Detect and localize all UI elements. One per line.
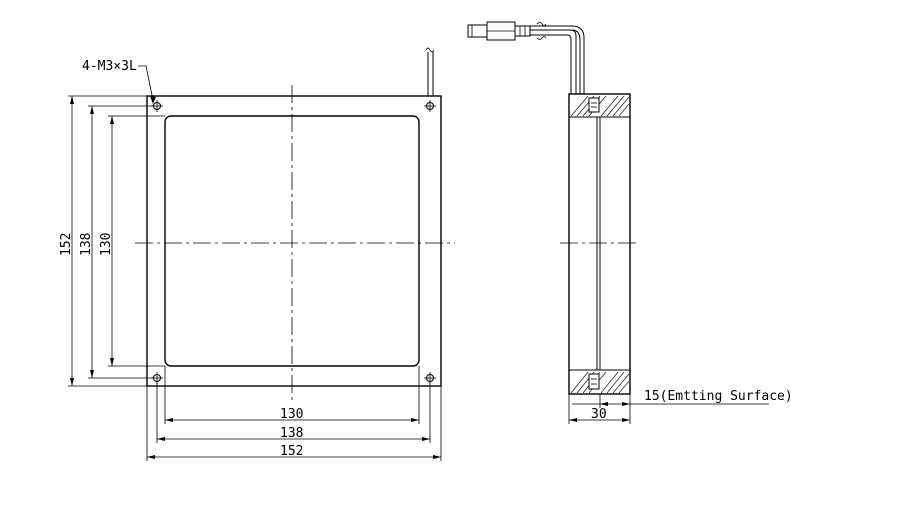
dim-152-left: 152 — [59, 233, 74, 256]
left-dimensions: 152 138 130 — [59, 95, 165, 387]
emitting-surface-note: 15(Emtting Surface) — [644, 389, 793, 404]
hole-callout-text: 4-M3×3L — [82, 59, 137, 74]
hole-callout: 4-M3×3L — [82, 59, 156, 104]
cable-stub — [425, 47, 435, 96]
top-section-hatch — [568, 93, 631, 118]
outer-frame — [146, 95, 442, 387]
dim-30: 30 — [591, 407, 607, 422]
connector-icon — [467, 21, 531, 41]
dim-152-bottom: 152 — [280, 444, 303, 459]
mounting-hole-icon — [424, 100, 436, 112]
mounting-hole-icon — [151, 100, 163, 112]
side-width-dimension: 30 — [568, 394, 631, 424]
side-view: 30 15(Emtting Surface) — [467, 21, 793, 424]
dim-138-bottom: 138 — [280, 426, 303, 441]
dim-138-left: 138 — [79, 233, 94, 256]
dim-130-bottom: 130 — [280, 407, 303, 422]
front-view: 4-M3×3L 130 138 152 — [59, 47, 455, 461]
emitting-surface-dimension: 15(Emtting Surface) — [572, 389, 793, 408]
cable — [530, 22, 585, 94]
dim-130-left: 130 — [99, 233, 114, 256]
bottom-section-hatch — [568, 369, 631, 395]
bottom-dimensions: 130 138 152 — [146, 366, 442, 461]
